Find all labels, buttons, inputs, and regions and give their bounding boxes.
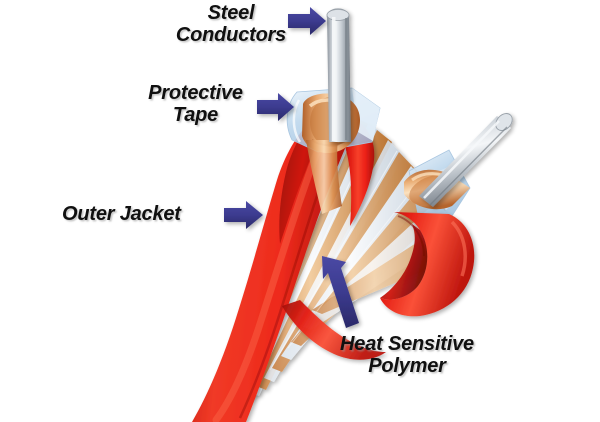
arrow-heat-sensitive-polymer <box>322 256 359 328</box>
arrow-protective-tape <box>257 93 294 121</box>
arrow-outer-jacket <box>224 201 263 229</box>
steel-conductor-right <box>419 113 513 207</box>
outer-jacket-right-flap <box>380 212 475 317</box>
arrow-steel-conductors <box>288 7 326 35</box>
steel-conductor-upper <box>326 8 351 142</box>
